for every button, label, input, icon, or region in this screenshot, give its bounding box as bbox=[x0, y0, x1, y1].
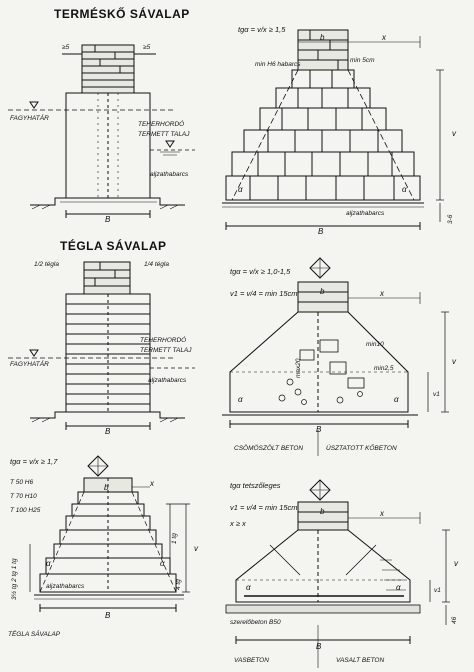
stone-ratio-label: tgα = v/x ≥ 1,5 bbox=[238, 25, 286, 34]
rc-x-label: x bbox=[380, 509, 384, 518]
alpha-left-label: α bbox=[238, 185, 243, 194]
brick-bearing-soil-2: TERMETT TALAJ bbox=[140, 347, 192, 354]
brick-base-mortar-label: aljzathabarcs bbox=[148, 377, 187, 384]
half-brick-label: 1/2 tégla bbox=[34, 261, 59, 268]
concrete-caption-right: ÚSZTATOTT KŐBETON bbox=[326, 445, 397, 452]
v-label: v bbox=[452, 129, 456, 138]
mortar-grade-label: min H6 habarcs bbox=[255, 61, 301, 68]
min10-label: min10 bbox=[366, 341, 384, 348]
bearing-soil-label-1: TEHERHORDÓ bbox=[138, 121, 185, 128]
stepped-alpha-left: α bbox=[46, 559, 51, 568]
rc-x-rel-label: x ≥ x bbox=[230, 519, 246, 528]
rc-v-label: v bbox=[454, 559, 458, 568]
stepped-b-label: b bbox=[104, 483, 109, 492]
alpha-right-label: α bbox=[402, 185, 407, 194]
lean-concrete-label: szerelőbeton B50 bbox=[230, 619, 281, 626]
concrete-alpha-left: α bbox=[238, 395, 243, 404]
rc-v1-label: v1 = v/4 = min 15cm bbox=[230, 503, 298, 512]
stepped-v-label: v bbox=[194, 544, 198, 553]
quarter-brick-label: 1/4 tégla bbox=[144, 261, 169, 268]
concrete-caption-left: CSÖMÖSZÖLT BETON bbox=[234, 445, 304, 452]
concrete-width-b: B bbox=[316, 425, 322, 434]
width-b-right-label: B bbox=[318, 227, 324, 236]
concrete-v1-dim-label: v1 bbox=[433, 391, 440, 398]
concrete-alpha-right: α bbox=[394, 395, 399, 404]
four-tg-label: 4 tg bbox=[175, 579, 182, 590]
b-label: b bbox=[320, 33, 325, 42]
stone-title: TERMÉSKŐ SÁVALAP bbox=[54, 7, 190, 21]
grade-t50: T 50 H6 bbox=[10, 479, 34, 486]
grade-t100: T 100 H25 bbox=[10, 507, 41, 514]
base-mortar-right-label: aljzathabarcs bbox=[346, 210, 385, 217]
offset-left-label: ≥5 bbox=[62, 44, 70, 51]
one-tg-label: 1 tg bbox=[171, 533, 178, 544]
rc-caption-left: VASBETON bbox=[234, 657, 269, 664]
brick-frost-line-label: FAGYHATÁR bbox=[10, 361, 49, 368]
rc-ratio-label: tgα tetszőleges bbox=[230, 481, 281, 490]
rc-dim-side: 46 bbox=[451, 616, 458, 624]
stone-left-foundation bbox=[8, 44, 195, 218]
frost-line-label: FAGYHATÁR bbox=[10, 115, 49, 122]
stepped-alpha-right: α bbox=[160, 559, 165, 568]
rc-alpha-left: α bbox=[246, 583, 251, 592]
base-mortar-label: aljzathabarcs bbox=[150, 171, 189, 178]
side-rows-label: 3½ tg 2 tg 1 tg bbox=[11, 558, 18, 600]
brick-bearing-soil-1: TEHERHORDÓ bbox=[140, 337, 187, 344]
concrete-v1-label: v1 = v/4 = min 15cm bbox=[230, 289, 298, 298]
bearing-soil-label-2: TERMETT TALAJ bbox=[138, 131, 190, 138]
stone-right-foundation bbox=[222, 29, 444, 230]
brick-width-b-label: B bbox=[105, 427, 111, 436]
concrete-v-label: v bbox=[452, 357, 456, 366]
brick-title: TÉGLA SÁVALAP bbox=[60, 239, 167, 253]
concrete-foundation bbox=[222, 257, 449, 456]
rc-foundation bbox=[225, 479, 450, 668]
grade-t70: T 70 H10 bbox=[10, 493, 37, 500]
offset-right-label: ≥5 bbox=[143, 44, 151, 51]
rc-alpha-right: α bbox=[396, 583, 401, 592]
stepped-x-label: x bbox=[150, 479, 154, 488]
thickness-label: 3-6 bbox=[447, 214, 454, 224]
concrete-b-label: b bbox=[320, 287, 325, 296]
min25-label: min2,5 bbox=[374, 365, 394, 372]
width-b-label: B bbox=[105, 215, 111, 224]
stepped-width-b: B bbox=[105, 611, 111, 620]
max20-label: max20 bbox=[295, 358, 302, 378]
concrete-x-label: x bbox=[380, 289, 384, 298]
rc-caption-right: VASALT BETON bbox=[336, 657, 385, 664]
stepped-caption: TÉGLA SÁVALAP bbox=[8, 631, 61, 638]
stepped-brick-foundation bbox=[29, 455, 190, 612]
x-label: x bbox=[382, 33, 386, 42]
stepped-base-mortar: aljzathabarcs bbox=[46, 583, 85, 590]
rc-b-label: b bbox=[320, 507, 325, 516]
brick-left-foundation bbox=[8, 261, 195, 430]
concrete-ratio-label: tgα = v/x ≥ 1,0-1,5 bbox=[230, 267, 291, 276]
stepped-ratio-label: tgα = v/x ≥ 1,7 bbox=[10, 457, 58, 466]
rc-width-b: B bbox=[316, 642, 322, 651]
rc-v1-dim: v1 bbox=[434, 587, 441, 594]
min-dim-label: min 5cm bbox=[350, 57, 375, 64]
